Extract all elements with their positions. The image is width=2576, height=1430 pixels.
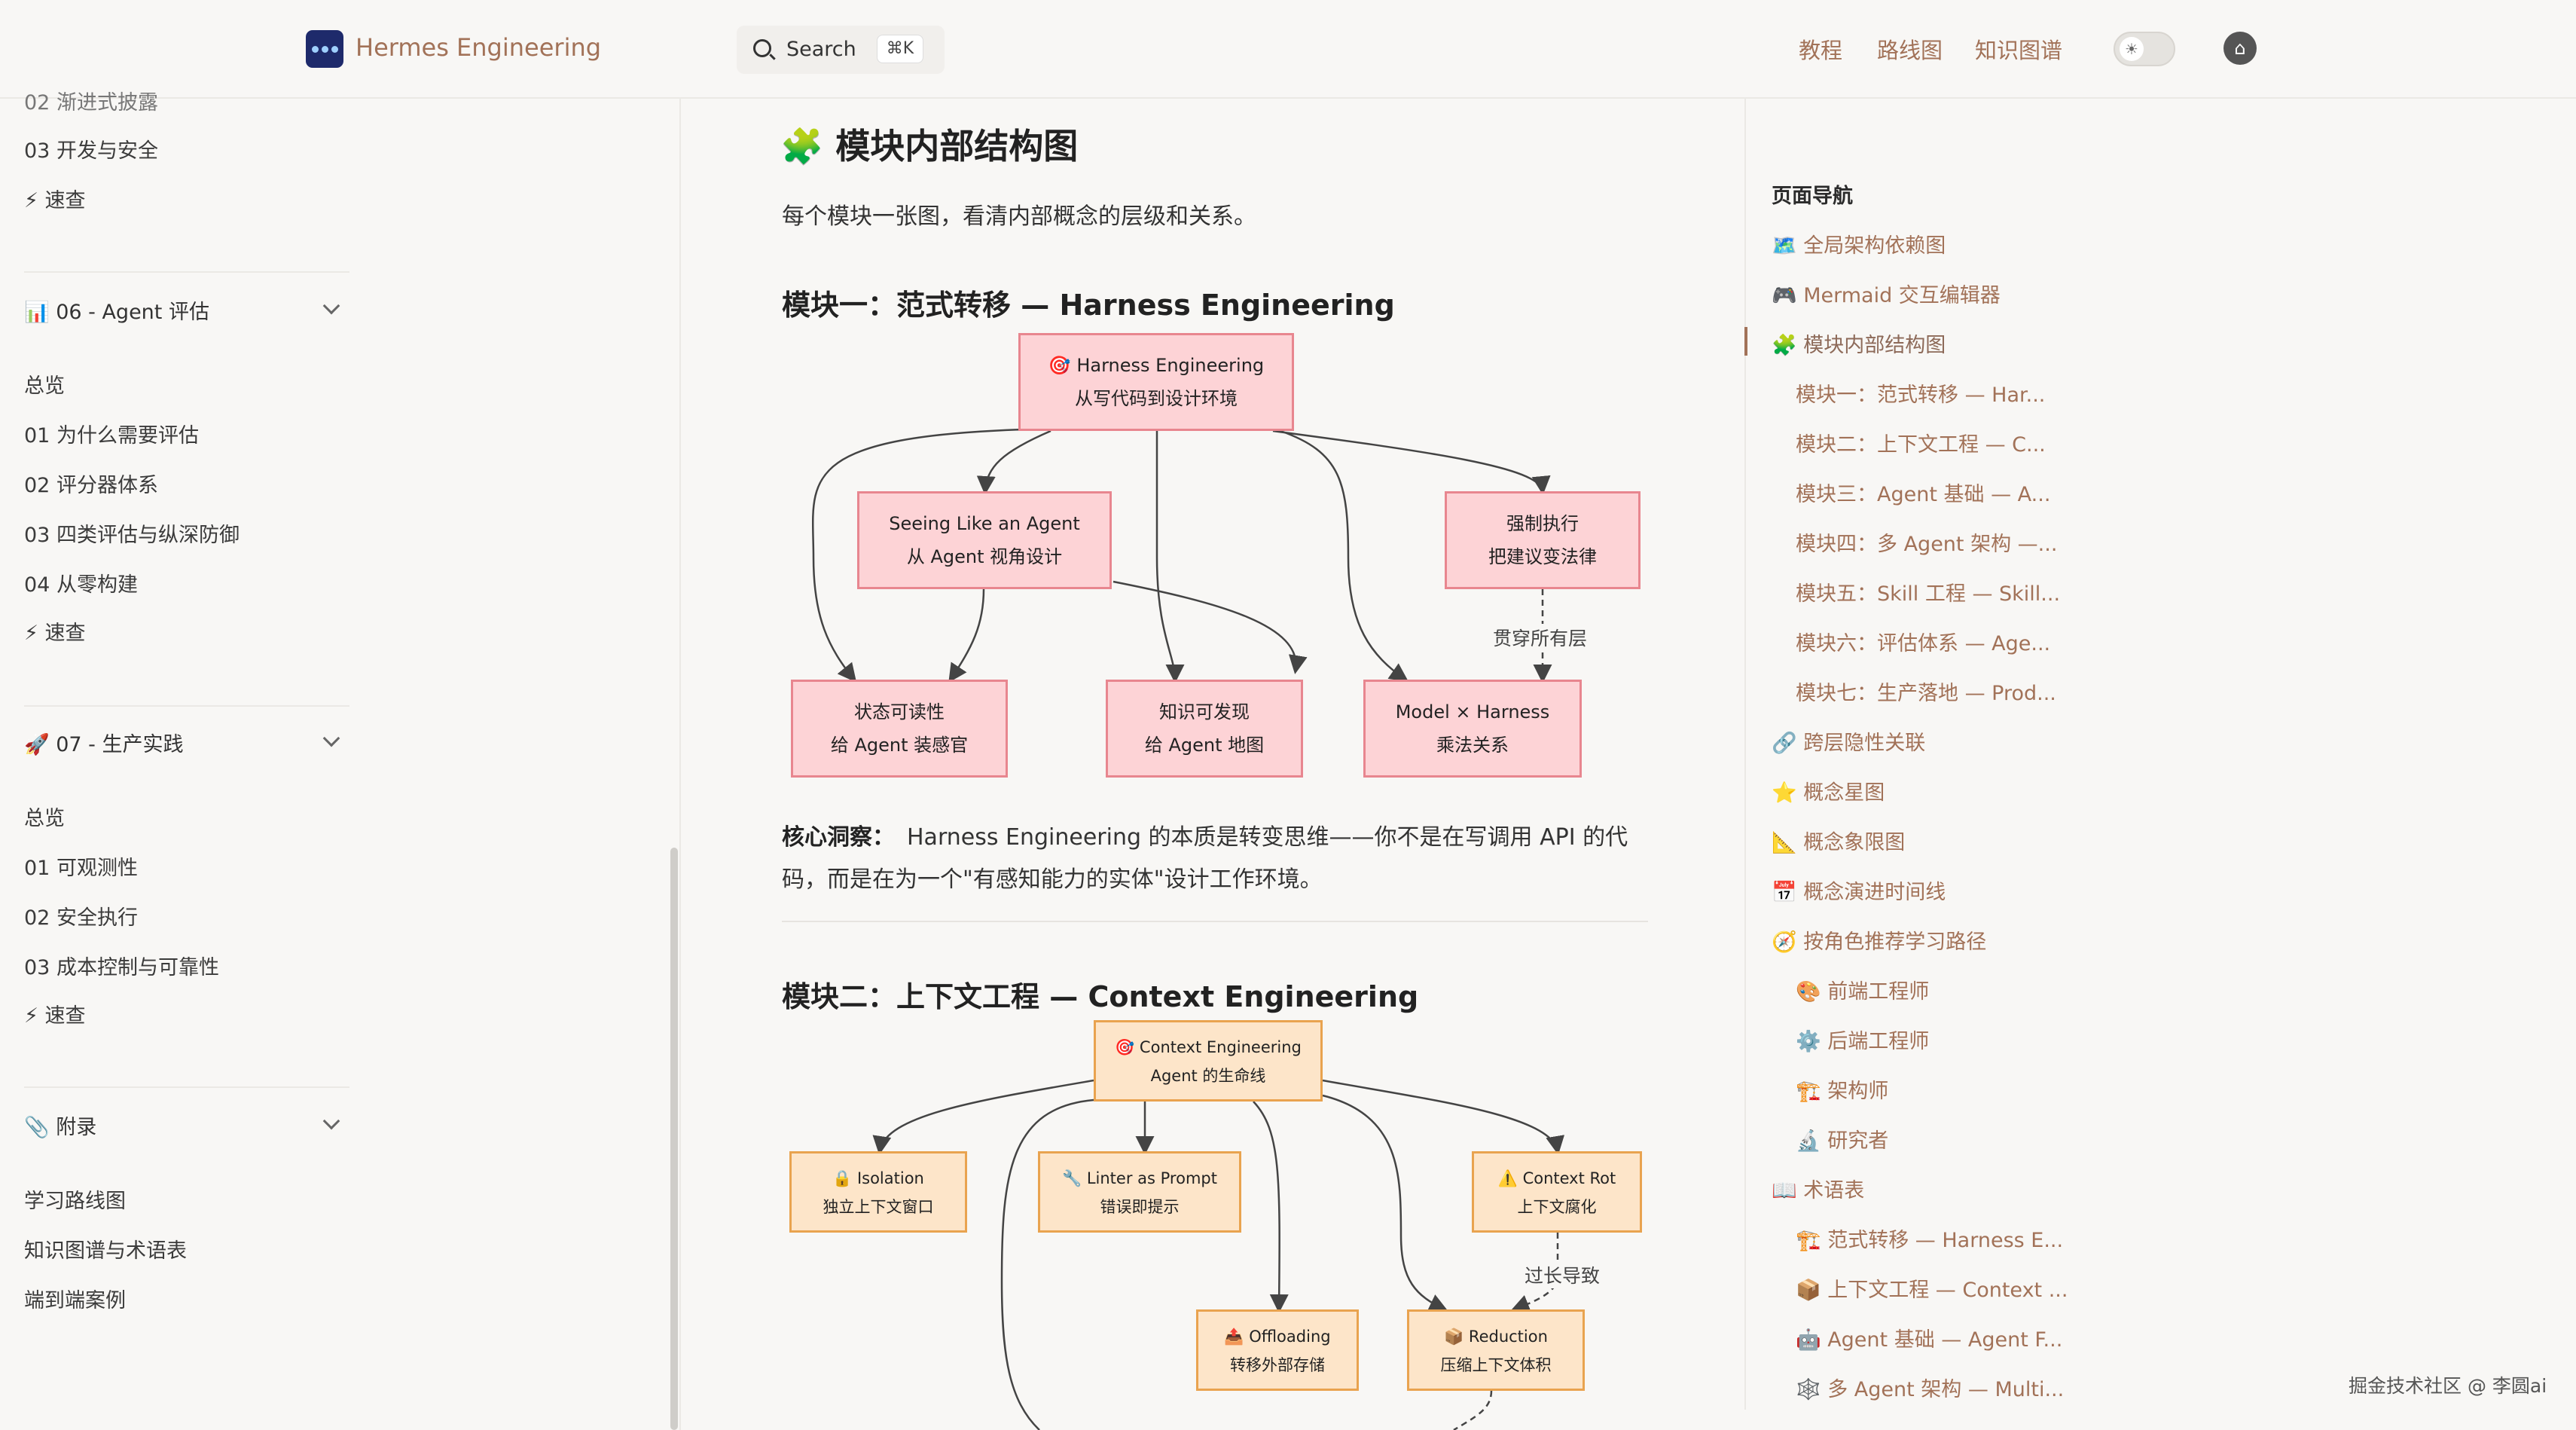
sidebar-group-07[interactable]: 🚀 07 - 生产实践	[24, 733, 184, 756]
toc-item[interactable]: 🕸️ 多 Agent 架构 — Multi...	[1796, 1378, 2065, 1401]
insight-text-2: 码，而是在为一个"有感知能力的实体"设计工作环境。	[782, 866, 1323, 893]
toc-item[interactable]: 🎮 Mermaid 交互编辑器	[1772, 284, 2001, 307]
node-model-harness: Model × Harness 乘法关系	[1363, 680, 1582, 778]
sidebar-item[interactable]: 01 为什么需要评估	[24, 424, 199, 448]
node-state-readability: 状态可读性 给 Agent 装感官	[791, 680, 1008, 778]
insight-text-1: Harness Engineering 的本质是转变思维——你不是在写调用 AP…	[907, 824, 1628, 851]
node-enforce: 强制执行 把建议变法律	[1445, 491, 1641, 589]
node-isolation: 🔒 Isolation 独立上下文窗口	[789, 1151, 967, 1233]
sidebar-scrollbar[interactable]	[670, 848, 678, 1430]
sidebar-item[interactable]: 01 可观测性	[24, 857, 138, 880]
toc-item[interactable]: 模块五：Skill 工程 — Skill...	[1796, 582, 2061, 606]
sidebar-item[interactable]: ⚡ 速查	[24, 622, 86, 645]
toc-item[interactable]: 🤖 Agent 基础 — Agent F...	[1796, 1328, 2063, 1352]
toc-item[interactable]: 模块一：范式转移 — Har...	[1796, 383, 2046, 407]
divider	[782, 921, 1648, 922]
toc-divider	[1744, 99, 1746, 1410]
sidebar-item[interactable]: 03 开发与安全	[24, 139, 158, 163]
toc-item[interactable]: 🔗 跨层隐性关联	[1772, 732, 1926, 755]
sidebar	[0, 99, 681, 1430]
node-harness-engineering: 🎯 Harness Engineering 从写代码到设计环境	[1018, 333, 1294, 431]
sidebar-item[interactable]: 总览	[24, 807, 65, 830]
sidebar-item[interactable]: 总览	[24, 374, 65, 398]
nav-link-roadmap[interactable]: 路线图	[1877, 38, 1943, 63]
toc-item[interactable]: 模块三：Agent 基础 — A...	[1796, 483, 2051, 506]
toc-item[interactable]: 模块二：上下文工程 — C...	[1796, 433, 2046, 457]
brand-title[interactable]: Hermes Engineering	[356, 33, 602, 62]
toc-item[interactable]: 🔬 研究者	[1796, 1129, 1889, 1153]
toc-item[interactable]: 🏗️ 架构师	[1796, 1080, 1889, 1103]
watermark: 掘金技术社区 @ 李圆ai	[2349, 1375, 2547, 1397]
toc-item[interactable]: ⭐ 概念星图	[1772, 781, 1885, 805]
edge-label-all-layers: 贯穿所有层	[1493, 624, 1588, 651]
node-context-engineering: 🎯 Context Engineering Agent 的生命线	[1094, 1020, 1323, 1102]
page-title: 🧩 模块内部结构图	[780, 126, 1079, 167]
toc-item[interactable]: 模块四：多 Agent 架构 —...	[1796, 533, 2058, 556]
toc-item[interactable]: 模块七：生产落地 — Prod...	[1796, 682, 2056, 705]
sidebar-item[interactable]: 学习路线图	[24, 1190, 126, 1213]
search-button[interactable]: Search ⌘K	[737, 26, 945, 74]
sidebar-item[interactable]: ⚡ 速查	[24, 189, 86, 212]
toc-item[interactable]: ⚙️ 后端工程师	[1796, 1030, 1930, 1053]
toc-item[interactable]: 🏗️ 范式转移 — Harness E...	[1796, 1229, 2064, 1252]
toc-item[interactable]: 模块六：评估体系 — Age...	[1796, 632, 2051, 655]
search-shortcut: ⌘K	[877, 35, 923, 63]
sidebar-item[interactable]: 端到端案例	[24, 1289, 126, 1312]
sidebar-item[interactable]: 03 四类评估与纵深防御	[24, 524, 240, 547]
top-bar: Hermes Engineering Search ⌘K 教程 路线图 知识图谱…	[0, 0, 2576, 99]
sidebar-item[interactable]: 知识图谱与术语表	[24, 1239, 187, 1263]
sidebar-group-appendix[interactable]: 📎 附录	[24, 1116, 97, 1139]
node-knowledge-discoverable: 知识可发现 给 Agent 地图	[1106, 680, 1303, 778]
nav-link-tutorial[interactable]: 教程	[1799, 38, 1843, 63]
toc-item[interactable]: 🗺️ 全局架构依赖图	[1772, 234, 1946, 258]
divider	[24, 271, 349, 273]
toc-item[interactable]: 🎨 前端工程师	[1796, 980, 1930, 1004]
logo-icon[interactable]	[306, 30, 343, 68]
divider	[24, 1086, 349, 1088]
insight-label: 核心洞察：	[782, 824, 895, 851]
intro-text: 每个模块一张图，看清内部概念的层级和关系。	[782, 203, 1256, 230]
sidebar-item[interactable]: 03 成本控制与可靠性	[24, 956, 219, 979]
sidebar-group-06[interactable]: 📊 06 - Agent 评估	[24, 301, 209, 324]
sidebar-item[interactable]: 02 渐进式披露	[24, 91, 158, 115]
toc-item[interactable]: 📖 术语表	[1772, 1179, 1865, 1202]
node-linter-as-prompt: 🔧 Linter as Prompt 错误即提示	[1038, 1151, 1241, 1233]
toc-item[interactable]: 🧭 按角色推荐学习路径	[1772, 930, 1987, 954]
node-offloading: 📤 Offloading 转移外部存储	[1196, 1309, 1359, 1391]
toc-title: 页面导航	[1772, 185, 1853, 208]
theme-toggle[interactable]: ☀	[2114, 32, 2175, 66]
toc-item[interactable]: 📅 概念演进时间线	[1772, 881, 1946, 904]
module2-heading: 模块二：上下文工程 — Context Engineering	[782, 980, 1419, 1013]
node-context-rot: ⚠️ Context Rot 上下文腐化	[1472, 1151, 1642, 1233]
toc-active-indicator	[1744, 327, 1747, 356]
sidebar-item[interactable]: 02 评分器体系	[24, 474, 158, 497]
sun-icon: ☀	[2120, 37, 2144, 61]
toc-item[interactable]: 📦 上下文工程 — Context ...	[1796, 1279, 2068, 1302]
node-reduction: 📦 Reduction 压缩上下文体积	[1407, 1309, 1585, 1391]
toc-item[interactable]: 📐 概念象限图	[1772, 831, 1906, 854]
node-seeing-like-agent: Seeing Like an Agent 从 Agent 视角设计	[857, 491, 1112, 589]
nav-link-knowledge-graph[interactable]: 知识图谱	[1975, 38, 2063, 63]
sidebar-item[interactable]: 02 安全执行	[24, 906, 138, 930]
divider	[24, 705, 349, 707]
sidebar-item[interactable]: 04 从零构建	[24, 573, 138, 597]
github-icon[interactable]: ⌂	[2223, 32, 2257, 65]
toc-item[interactable]: 🧩 模块内部结构图	[1772, 334, 1946, 357]
edge-label-too-long: 过长导致	[1525, 1261, 1601, 1288]
module1-heading: 模块一：范式转移 — Harness Engineering	[782, 289, 1395, 322]
search-icon	[753, 39, 771, 57]
sidebar-item[interactable]: ⚡ 速查	[24, 1004, 86, 1028]
search-label: Search	[786, 38, 856, 61]
